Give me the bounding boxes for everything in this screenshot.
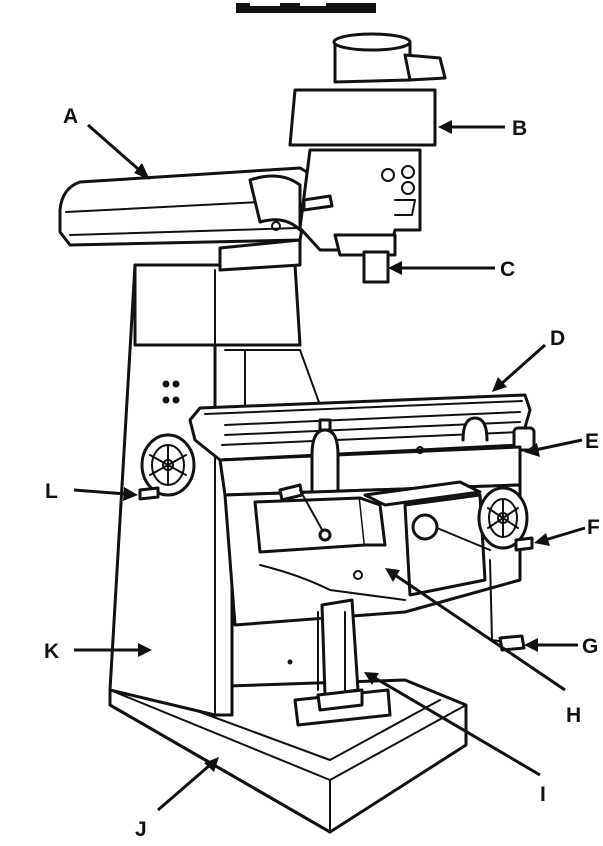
label-d: D [550, 327, 565, 350]
label-h: H [566, 704, 581, 727]
clipped-heading [236, 0, 376, 13]
label-f: F [587, 516, 600, 539]
label-g: G [582, 635, 598, 658]
elevating-screw [287, 598, 392, 727]
label-e: E [585, 430, 599, 453]
label-k: K [44, 640, 59, 663]
spindle [362, 250, 390, 284]
label-l: L [45, 480, 58, 503]
callout-labels: A B C D E L F G K H I J [44, 105, 600, 841]
label-c: C [500, 258, 515, 281]
label-a: A [63, 105, 78, 128]
handwheel-left [138, 433, 196, 501]
callout-arrows [73, 120, 586, 812]
label-j: J [135, 818, 147, 841]
label-i: I [540, 783, 546, 806]
knee [223, 480, 522, 627]
label-b: B [512, 117, 527, 140]
handwheel-right [436, 486, 534, 552]
head [288, 32, 447, 257]
ram [58, 166, 314, 272]
